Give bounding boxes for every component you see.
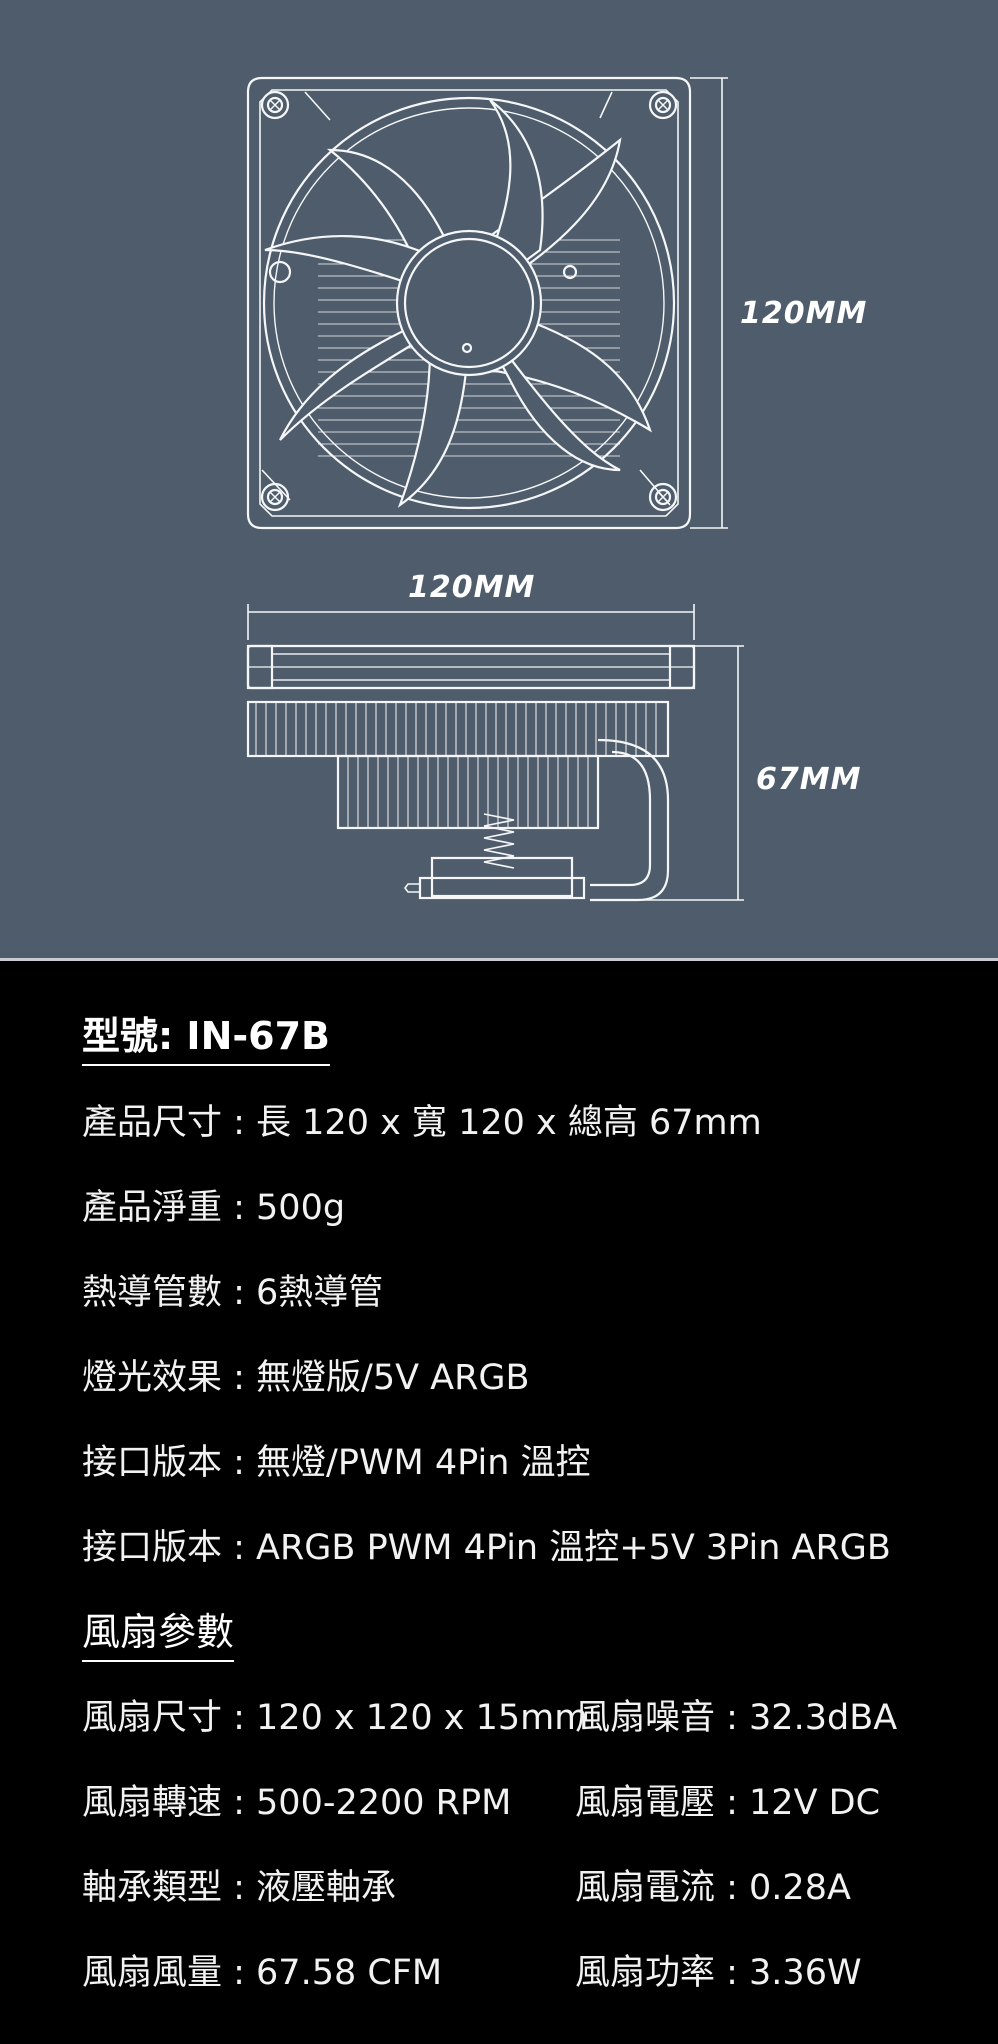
fan-spec-power: 風扇功率 : 3.36W [575,1953,862,1993]
fan-spec-current: 風扇電流 : 0.28A [575,1868,851,1908]
spec-row-weight: 產品淨重 : 500g [82,1188,346,1228]
fan-height-label: 120MM [740,296,868,331]
fan-section-heading: 風扇參數 [82,1601,235,1662]
section-divider [0,958,998,961]
fan-spec-speed: 風扇轉速 : 500-2200 RPM [82,1783,512,1823]
fan-front-view [246,76,692,530]
spec-row-size: 產品尺寸 : 長 120 x 寬 120 x 總高 67mm [82,1103,762,1143]
fan-spec-airflow: 風扇風量 : 67.58 CFM [82,1953,443,1993]
spec-row-heatpipes: 熱導管數 : 6熱導管 [82,1273,384,1313]
cooler-side-view [246,644,696,902]
screw-icon [260,482,290,512]
fan-spec-size: 風扇尺寸 : 120 x 120 x 15mm [82,1698,589,1738]
fan-width-label: 120MM [408,570,536,605]
cooler-line-drawing [246,76,744,902]
spec-row-interface-1: 接口版本 : 無燈/PWM 4Pin 溫控 [82,1443,591,1483]
total-height-label: 67MM [756,762,862,797]
fan-spec-voltage: 風扇電壓 : 12V DC [575,1783,881,1823]
product-diagram-panel: 120MM 120MM 67MM [0,0,998,958]
dimension-line-height [690,77,728,529]
dimension-line-total-height [620,645,744,901]
screw-icon [260,90,290,120]
screw-icon [648,90,678,120]
spec-panel: 型號: IN-67B 產品尺寸 : 長 120 x 寬 120 x 總高 67m… [0,961,998,2044]
model-heading: 型號: IN-67B [82,1005,330,1066]
fan-spec-noise: 風扇噪音 : 32.3dBA [575,1698,898,1738]
spec-row-lighting: 燈光效果 : 無燈版/5V ARGB [82,1358,530,1398]
fan-spec-bearing: 軸承類型 : 液壓軸承 [82,1868,397,1908]
spec-row-interface-2: 接口版本 : ARGB PWM 4Pin 溫控+5V 3Pin ARGB [82,1528,891,1568]
dimension-line-width [247,604,695,640]
